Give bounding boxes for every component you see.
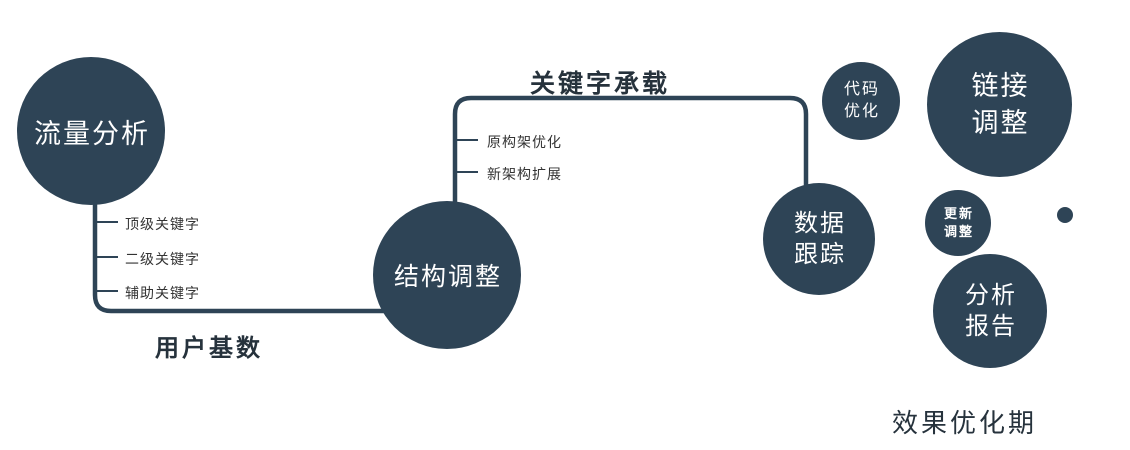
node-data-tracking-line1: 数据 (794, 209, 846, 237)
node-link-adjustment-line2: 调整 (971, 107, 1030, 138)
node-update-adjustment-line1: 更新 (943, 205, 974, 221)
node-update-adjustment: 更新 调整 (925, 190, 991, 256)
node-link-adjustment-line1: 链接 (971, 71, 1030, 102)
bullet-dot (1057, 207, 1073, 223)
keyword-item-1: 顶级关键字 (125, 216, 200, 232)
node-analysis-report-line1: 分析 (965, 281, 1017, 309)
keyword-item-3: 辅助关键字 (125, 285, 200, 301)
node-data-tracking: 数据 跟踪 (763, 183, 875, 295)
node-analysis-report-line2: 报告 (965, 313, 1017, 340)
node-traffic-analysis: 流量分析 (17, 57, 165, 205)
node-code-optimization: 代码 优化 (822, 62, 900, 140)
node-link-adjustment: 链接 调整 (927, 32, 1072, 177)
node-update-adjustment-line2: 调整 (943, 224, 974, 239)
edge-label-keyword-carry: 关键字承载 (530, 70, 671, 98)
architecture-item-1: 原构架优化 (487, 134, 562, 150)
node-structure-adjustment-label: 结构调整 (393, 263, 502, 291)
node-code-optimization-line2: 优化 (843, 103, 880, 120)
keyword-item-2: 二级关键字 (125, 251, 200, 267)
node-analysis-report: 分析 报告 (933, 254, 1047, 368)
connector-traffic-to-structure (92, 200, 398, 314)
phase-label: 效果优化期 (892, 408, 1038, 438)
node-traffic-analysis-label: 流量分析 (34, 118, 150, 149)
node-code-optimization-line1: 代码 (843, 81, 880, 99)
node-data-tracking-line2: 跟踪 (794, 241, 846, 268)
edge-label-user-base: 用户基数 (155, 335, 263, 362)
architecture-item-2: 新架构扩展 (487, 166, 562, 182)
connector-structure-to-tracking (452, 95, 809, 203)
node-structure-adjustment: 结构调整 (373, 201, 521, 349)
